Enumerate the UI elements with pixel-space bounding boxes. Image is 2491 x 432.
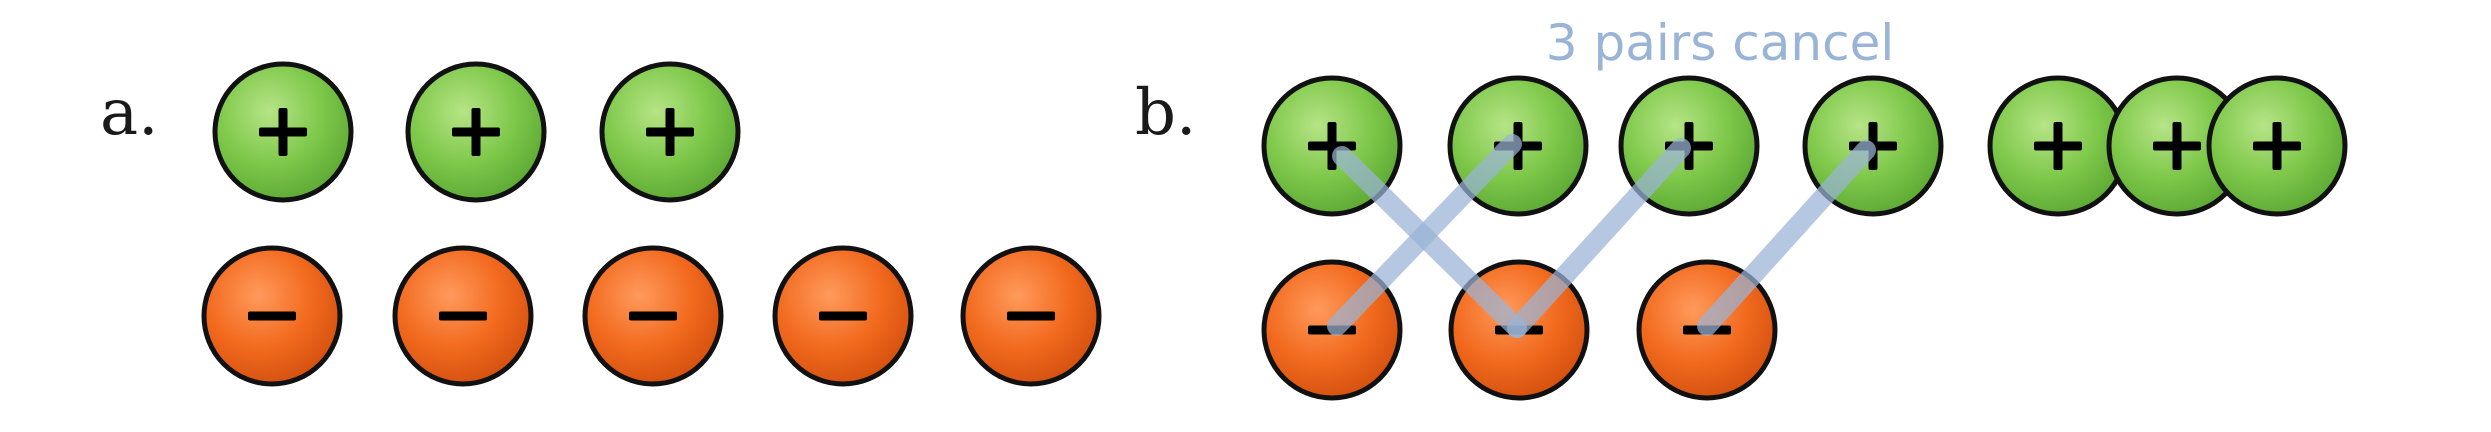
minus-charge-icon bbox=[248, 311, 296, 321]
plus-charge-icon bbox=[2153, 122, 2201, 170]
minus-charge-icon bbox=[629, 311, 677, 321]
minus-charge-icon bbox=[439, 311, 487, 321]
plus-charge-icon bbox=[259, 108, 307, 156]
panel-b: b. 3 pairs cancel bbox=[1135, 14, 2348, 401]
negative-charge bbox=[392, 245, 534, 387]
negative-charge bbox=[960, 245, 1102, 387]
panel-a-label: a. bbox=[100, 76, 159, 150]
cancellation-lines bbox=[1327, 134, 1876, 338]
negative-charge bbox=[772, 245, 914, 387]
positive-charge bbox=[405, 61, 547, 203]
positive-charge bbox=[2206, 75, 2348, 217]
minus-charge-icon bbox=[819, 311, 867, 321]
positive-charge bbox=[1987, 75, 2129, 217]
pairs-cancel-annotation: 3 pairs cancel bbox=[1546, 14, 1894, 72]
cancellation-line bbox=[1327, 134, 1522, 336]
panel-b-label: b. bbox=[1135, 76, 1196, 150]
positive-charge bbox=[2106, 75, 2248, 217]
panel-a: a. bbox=[100, 61, 1102, 387]
plus-charge-icon bbox=[2253, 122, 2301, 170]
plus-charge-icon bbox=[452, 108, 500, 156]
minus-charge-icon bbox=[1007, 311, 1055, 321]
positive-charge bbox=[599, 61, 741, 203]
plus-charge-icon bbox=[2034, 122, 2082, 170]
plus-charge-icon bbox=[646, 108, 694, 156]
cancellation-line bbox=[1507, 138, 1691, 338]
negative-charge bbox=[201, 245, 343, 387]
cancellation-line bbox=[1697, 140, 1876, 336]
panel-a-charges bbox=[201, 61, 1102, 387]
positive-charge bbox=[212, 61, 354, 203]
negative-charge bbox=[582, 245, 724, 387]
